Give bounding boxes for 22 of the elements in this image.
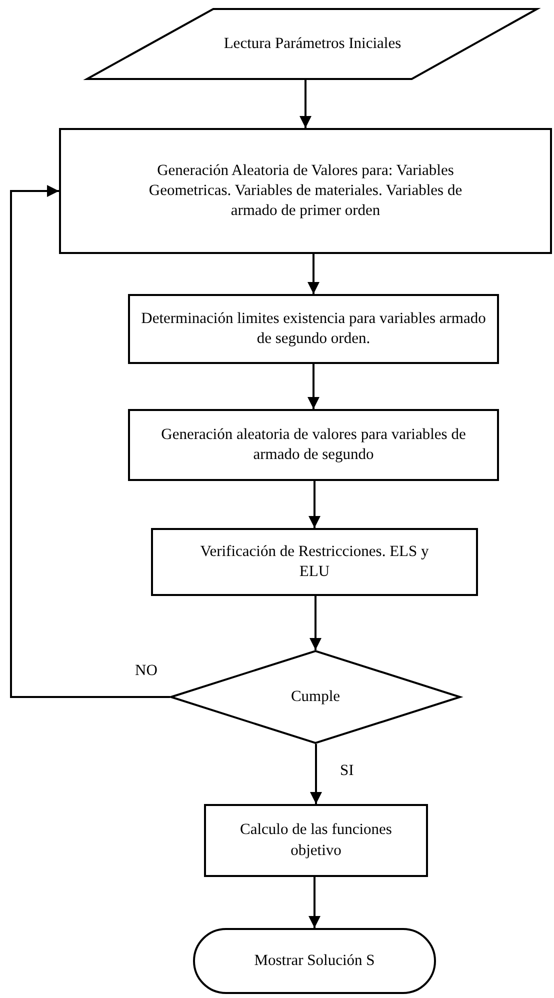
- node-text: Verificación de Restricciones. ELS y ELU: [200, 542, 430, 582]
- node-text: Generación aleatoria de valores para variables de armado de segundo: [160, 424, 467, 465]
- arrow: [310, 596, 322, 650]
- decision-diamond: [170, 650, 461, 744]
- process-box: [151, 528, 478, 596]
- node-text: Cumple: [290, 686, 340, 707]
- arrow: [310, 744, 322, 804]
- arrow: [308, 254, 320, 294]
- node-text: Mostrar Solución S: [254, 950, 375, 971]
- arrow: [10, 185, 170, 698]
- process-box: [128, 294, 499, 364]
- arrow: [300, 80, 312, 128]
- process-box: [59, 128, 552, 254]
- process-box: [204, 804, 428, 877]
- process-box: [128, 409, 499, 481]
- node-text: Calculo de las funciones objetivo: [239, 820, 393, 860]
- node-text: Determinación limites existencia para variables armado de segundo orden.: [140, 308, 487, 349]
- arrow: [308, 481, 320, 528]
- arrow: [308, 364, 320, 409]
- node-text: Generación Aleatoria de Valores para: Variables Geometricas. Variables de materiales. Variables de armado de primer orden: [148, 160, 464, 222]
- arrow: [308, 877, 320, 928]
- terminator-shape: [193, 928, 436, 994]
